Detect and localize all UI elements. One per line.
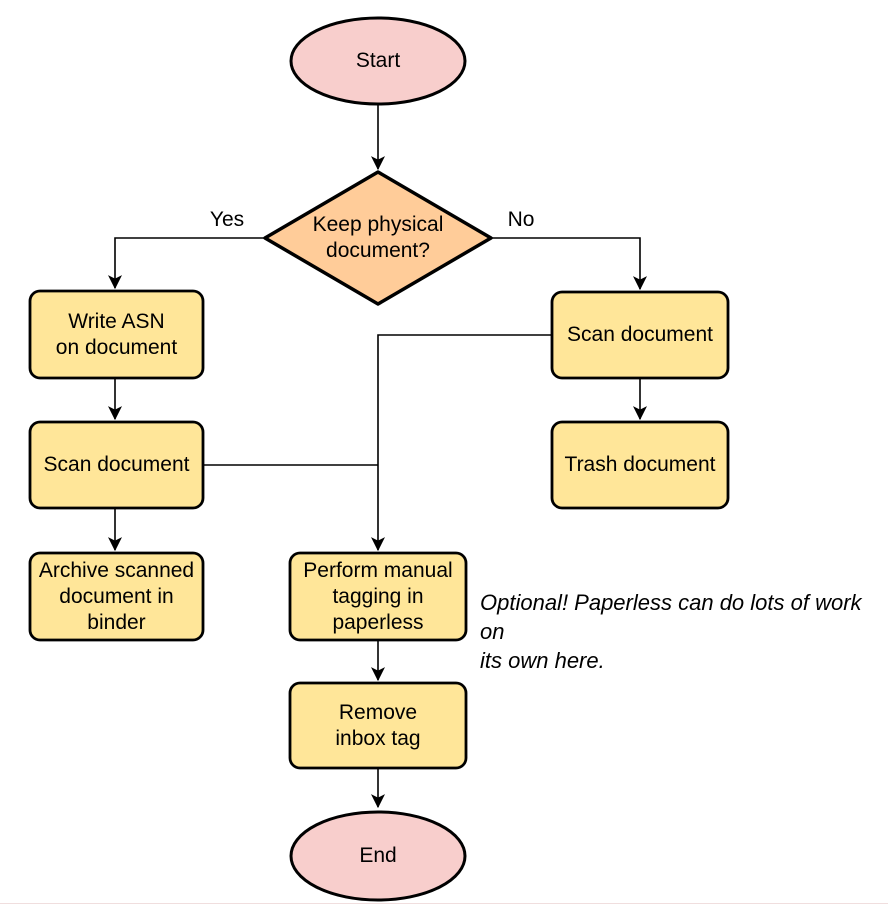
archive-node-shape: [28, 551, 205, 642]
optional-annotation: Optional! Paperless can do lots of work …: [480, 590, 862, 673]
bottom-hairline: [0, 903, 888, 904]
scan-right-node-shape: [550, 290, 730, 380]
trash-node-shape: [550, 420, 730, 510]
write-asn-node-shape: [28, 289, 205, 380]
edge-scan-right-to-perform: [371, 334, 552, 552]
decision-node-shape: [263, 170, 493, 306]
edge-decision-no-to-scan-right: [491, 237, 647, 291]
end-node-shape: [289, 810, 467, 902]
scan-left-node-shape: [28, 420, 205, 510]
edge-decision-yes-to-write-asn: [108, 237, 265, 290]
start-node-shape: [289, 16, 467, 106]
remove-node-shape: [288, 681, 468, 770]
perform-node-shape: [288, 551, 468, 642]
